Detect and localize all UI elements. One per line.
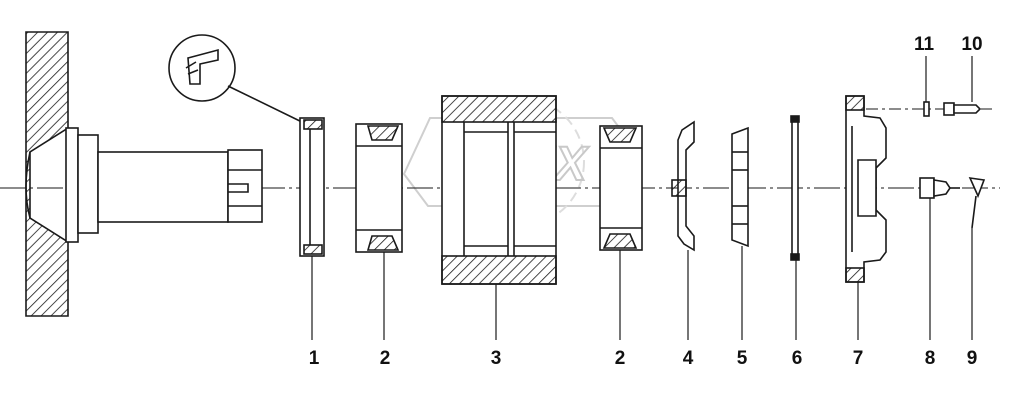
callout-2b: 2 xyxy=(615,348,626,369)
callout-7: 7 xyxy=(853,348,864,369)
callout-3: 3 xyxy=(491,348,502,369)
callout-5: 5 xyxy=(737,348,748,369)
cover-part-7 xyxy=(845,95,887,283)
tapered-bearing-part-2-left xyxy=(355,123,403,253)
housing-wall xyxy=(25,31,99,317)
leader-lines xyxy=(311,56,973,340)
cap-part-9 xyxy=(968,177,986,229)
callout-1: 1 xyxy=(309,348,320,369)
callout-4: 4 xyxy=(683,348,694,369)
nut-part-5 xyxy=(731,126,749,248)
gasket-part-6 xyxy=(790,115,800,261)
hub-part-3 xyxy=(441,95,557,285)
shaft xyxy=(97,149,263,223)
callout-6: 6 xyxy=(792,348,803,369)
callout-9: 9 xyxy=(967,348,978,369)
callout-11: 11 xyxy=(914,34,935,55)
lock-washer-part-4 xyxy=(671,120,695,252)
tapered-bearing-part-2-right xyxy=(599,125,643,251)
callout-10: 10 xyxy=(961,34,982,55)
washer-part-11 xyxy=(923,101,930,117)
seal-detail-magnifier xyxy=(168,34,307,125)
bolt-part-10 xyxy=(943,102,982,116)
plug-part-8 xyxy=(919,177,960,199)
callout-8: 8 xyxy=(925,348,936,369)
seal-ring-part-1 xyxy=(299,117,325,257)
callout-2a: 2 xyxy=(380,348,391,369)
